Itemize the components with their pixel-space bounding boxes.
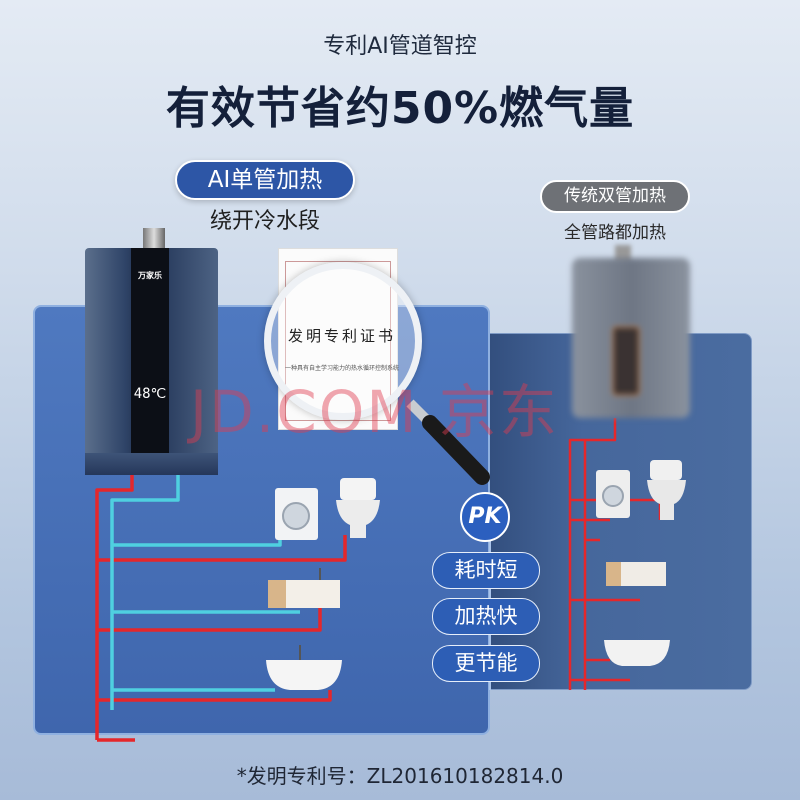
certificate-text: 一种具有自主学习能力的热水循环控制系统 <box>284 365 399 372</box>
heater-flue <box>143 228 165 250</box>
magnifier-icon <box>264 262 422 420</box>
headline: 有效节省约50%燃气量 <box>165 83 635 134</box>
pk-badge: PK <box>460 492 510 542</box>
toilet-icon <box>336 478 380 538</box>
feature-pill: 耗时短 <box>432 552 540 589</box>
magnifier-handle <box>406 399 490 485</box>
feature-pill: 更节能 <box>432 645 540 682</box>
patent-footnote: *发明专利号：ZL201610182814.0 <box>236 764 564 788</box>
subtitle: 专利AI管道智控 <box>323 34 477 59</box>
traditional-caption: 全管路都加热 <box>564 223 666 243</box>
toilet-icon-right <box>647 460 686 520</box>
sink-cabinet-icon <box>268 568 340 608</box>
heater-temperature-display: 48℃ <box>133 386 167 402</box>
washing-machine-icon-right <box>596 470 630 518</box>
watermark: JD.COM 京东 <box>190 378 559 446</box>
bathtub-icon-right <box>604 640 670 666</box>
feature-pill: 加热快 <box>432 598 540 635</box>
hot-pipe-left <box>95 475 347 742</box>
bathtub-icon <box>266 645 342 690</box>
sink-cabinet-icon-right <box>606 562 666 586</box>
traditional-badge: 传统双管加热 <box>540 180 690 213</box>
ai-badge: AI单管加热 <box>175 160 355 200</box>
certificate-title: 发明专利证书 <box>287 327 396 345</box>
traditional-water-heater <box>572 258 690 418</box>
ai-water-heater: 万家乐 48℃ <box>85 248 218 475</box>
cold-pipe-left <box>110 475 300 710</box>
washing-machine-icon <box>275 488 318 540</box>
heater-brand-logo: 万家乐 <box>138 271 162 280</box>
ai-caption: 绕开冷水段 <box>209 209 320 234</box>
